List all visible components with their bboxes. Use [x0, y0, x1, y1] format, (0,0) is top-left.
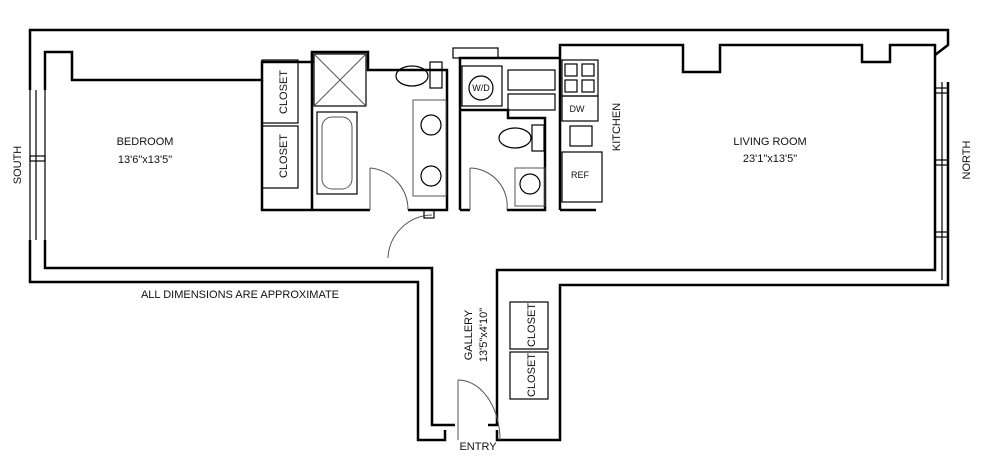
- closet-label: CLOSET: [278, 70, 290, 114]
- door: [469, 167, 508, 211]
- shower: [313, 53, 367, 107]
- shelf: [452, 47, 499, 59]
- vanity: [412, 99, 447, 197]
- toilet: [498, 124, 545, 152]
- south-label: SOUTH: [12, 146, 24, 185]
- entry-label: ENTRY: [459, 441, 497, 453]
- bathtub: [316, 111, 358, 195]
- kitchen-label: KITCHEN: [611, 103, 623, 151]
- stove: [561, 59, 599, 97]
- living-room-name: LIVING ROOM: [733, 136, 806, 148]
- gallery-name: GALLERY: [463, 309, 475, 360]
- south-window: [29, 90, 46, 240]
- vanity: [514, 167, 546, 207]
- closet: [261, 125, 299, 189]
- sink: [420, 165, 442, 187]
- outer-wall: [28, 28, 950, 90]
- bedroom-name: BEDROOM: [117, 136, 174, 148]
- inner-wall: [488, 82, 937, 427]
- north-window: [934, 82, 949, 285]
- shelf: [507, 69, 556, 91]
- wall-stub: [423, 209, 435, 219]
- toilet: [395, 61, 443, 89]
- sink: [420, 114, 442, 136]
- dimensions-note: ALL DIMENSIONS ARE APPROXIMATE: [141, 289, 339, 301]
- kitchen-sink: [569, 125, 593, 147]
- refrigerator-label: REF: [571, 170, 590, 180]
- refrigerator: [561, 151, 603, 203]
- closet: [509, 301, 549, 350]
- gallery-size: 13'5"x4'10": [478, 308, 490, 362]
- shelf: [507, 93, 556, 111]
- washer-dryer: W/D: [461, 65, 503, 107]
- outer-wall: [495, 82, 950, 442]
- inner-wall: [43, 50, 449, 212]
- sink: [519, 173, 541, 195]
- closet-label: CLOSET: [526, 353, 538, 397]
- inner-wall: [460, 108, 547, 212]
- outer-wall: [28, 240, 447, 442]
- door: [387, 214, 433, 259]
- north-label: NORTH: [961, 140, 973, 179]
- living-room-size: 23'1"x13'5": [743, 153, 797, 165]
- svg-text:W/D: W/D: [472, 83, 490, 93]
- entry-door: [457, 379, 501, 441]
- closet: [509, 351, 549, 400]
- dishwasher: [561, 95, 599, 122]
- closet: [261, 59, 299, 124]
- closet-label: CLOSET: [278, 134, 290, 178]
- closet-label: CLOSET: [526, 303, 538, 347]
- bedroom-size: 13'6"x13'5": [118, 154, 172, 166]
- dishwasher-label: DW: [570, 104, 585, 114]
- inner-wall: [458, 43, 937, 210]
- inner-wall: [43, 240, 455, 427]
- door: [369, 167, 409, 211]
